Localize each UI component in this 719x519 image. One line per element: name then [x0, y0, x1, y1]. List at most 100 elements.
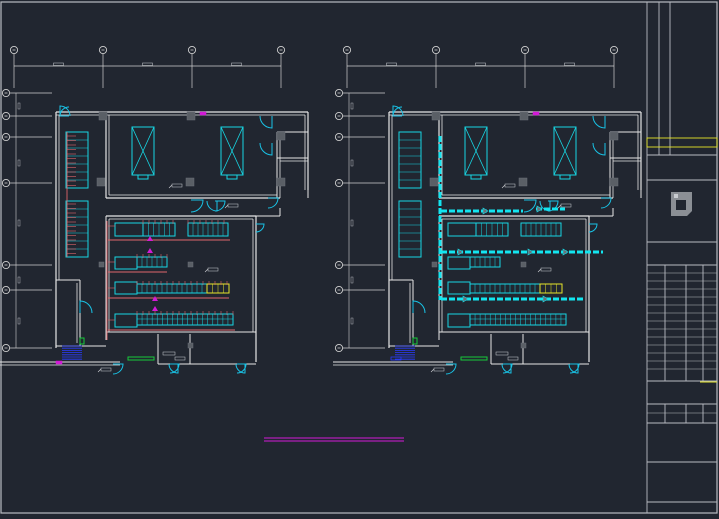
- column-marker: [609, 131, 619, 141]
- blue-tag: [390, 356, 402, 361]
- column-marker: [520, 342, 527, 349]
- floor-plan-piping: [0, 45, 309, 375]
- column-marker: [431, 261, 438, 268]
- tank-base: [226, 174, 238, 180]
- dimension-text-mark: [17, 317, 21, 325]
- door-swing: [592, 115, 606, 129]
- grid-bubble-col-3: [520, 45, 530, 55]
- door-swing: [112, 363, 124, 375]
- duct-diffuser: [462, 295, 469, 303]
- door-swing: [255, 223, 265, 233]
- cabinet-bank: [398, 200, 422, 258]
- annotation-leader: [168, 184, 173, 189]
- column-marker: [518, 177, 528, 187]
- duct-diffuser: [536, 205, 543, 213]
- room-label-mark: [207, 267, 219, 272]
- grid-bubble-row-6: [1, 285, 11, 295]
- column-marker: [276, 131, 286, 141]
- annex-label-mark: [162, 351, 176, 356]
- room-label-mark: [100, 367, 112, 372]
- annotation-leader: [501, 184, 506, 189]
- grid-bubble-row-2: [334, 111, 344, 121]
- tank-equipment-right-x: [220, 126, 244, 176]
- column-marker: [187, 342, 194, 349]
- grid-bubble-row-7: [334, 343, 344, 353]
- dimension-text-mark: [231, 62, 242, 66]
- equipment-rows: [447, 222, 567, 328]
- title-block-rows: [647, 272, 717, 414]
- cabinet-group: [398, 131, 422, 258]
- door-swing: [569, 363, 580, 374]
- grid-bubble-row-1: [1, 88, 11, 98]
- cabinet-bank: [65, 200, 89, 258]
- grid-bubble-row-2: [1, 111, 11, 121]
- column-marker: [519, 111, 529, 121]
- tank-equipment-left-x: [464, 126, 488, 176]
- door-swing: [600, 197, 612, 209]
- grid-bubble-row-5: [1, 260, 11, 270]
- grid-bubble-row-4: [334, 178, 344, 188]
- dimension-text-mark: [142, 62, 153, 66]
- column-marker: [186, 111, 196, 121]
- door-swing: [392, 106, 403, 117]
- dimension-text-mark: [350, 276, 354, 284]
- dimension-text-mark: [564, 62, 575, 66]
- door-swing: [502, 363, 513, 374]
- door-swing: [259, 115, 273, 129]
- title-block: [646, 2, 718, 513]
- grid-bubble-row-3: [334, 132, 344, 142]
- floor-plan-ductwork: [333, 45, 642, 375]
- annotation-leader: [537, 268, 542, 273]
- column-marker: [276, 177, 286, 187]
- door-swing: [190, 199, 204, 213]
- duct-diffuser: [527, 248, 534, 256]
- dimension-text-mark: [350, 159, 354, 167]
- magenta-tag: [532, 111, 540, 116]
- door-swing: [206, 200, 218, 212]
- flow-marker: [152, 296, 158, 301]
- dimension-text-mark: [17, 276, 21, 284]
- column-marker: [98, 111, 108, 121]
- grid-bubble-col-1: [342, 45, 352, 55]
- grid-bubble-row-5: [334, 260, 344, 270]
- door-swing: [588, 223, 598, 233]
- grid-bubble-row-4: [1, 178, 11, 188]
- door-swing: [59, 106, 70, 117]
- door-swing: [267, 197, 279, 209]
- cabinet-bank: [398, 131, 422, 189]
- tank-equipment-right-x: [553, 126, 577, 176]
- annotation-leader: [430, 368, 435, 373]
- column-marker: [98, 261, 105, 268]
- logo-mark: [671, 192, 692, 216]
- duct-diffuser: [457, 248, 464, 256]
- annotation-leader: [557, 204, 562, 209]
- stair: [395, 345, 415, 360]
- annex-label-mark: [495, 351, 509, 356]
- equipment-rack-long: [469, 313, 567, 326]
- door-swing: [79, 300, 93, 314]
- column-marker: [520, 261, 527, 268]
- door-swing: [59, 105, 71, 117]
- flow-marker: [152, 306, 158, 311]
- door-swing: [169, 363, 180, 374]
- annotation-leader: [224, 204, 229, 209]
- dimension-text-mark: [17, 159, 21, 167]
- grid-bubble-col-1: [9, 45, 19, 55]
- dimension-text-mark: [350, 317, 354, 325]
- green-element: [412, 337, 418, 345]
- column-marker: [187, 261, 194, 268]
- grid-bubble-col-4: [609, 45, 619, 55]
- door-swing: [568, 363, 579, 374]
- dimension-text-mark: [350, 219, 354, 227]
- door-swing: [235, 363, 246, 374]
- room-label-mark: [504, 183, 516, 188]
- piping-layout: [55, 111, 235, 365]
- door-swing: [523, 199, 537, 213]
- grid-bubble-col-4: [276, 45, 286, 55]
- annotation-leader: [204, 268, 209, 273]
- cabinet-bank: [65, 131, 89, 189]
- tank-equipment-left-x: [131, 126, 155, 176]
- door-swing: [259, 142, 273, 156]
- stair: [62, 345, 82, 360]
